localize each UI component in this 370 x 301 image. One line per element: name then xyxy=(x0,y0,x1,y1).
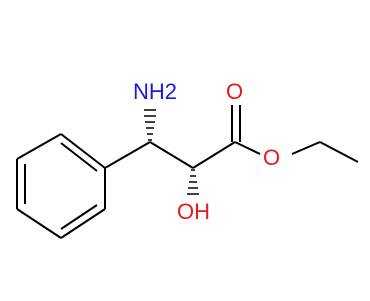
bond-c2-c1 xyxy=(192,141,236,169)
hydroxyl-label: OH xyxy=(177,199,210,224)
ring-double-bond xyxy=(60,204,98,230)
ring-bond xyxy=(16,208,62,239)
ring-double-bond xyxy=(60,142,98,172)
bond-phenyl-c3 xyxy=(104,141,151,169)
bond-ethyl xyxy=(319,141,359,163)
ring-bond xyxy=(60,208,106,239)
stereo-hash-nh2 xyxy=(144,109,156,141)
bond-c3-c2 xyxy=(149,141,194,169)
carbonyl-oxygen-label: O xyxy=(226,79,243,104)
amine-label: NH2 xyxy=(133,79,177,104)
bond-oxygen-ethyl xyxy=(291,141,321,155)
ester-oxygen-label: O xyxy=(263,145,280,170)
ring-bond xyxy=(60,133,106,169)
bond-c1-oxygen xyxy=(234,141,261,155)
ring-bond xyxy=(16,133,62,160)
stereo-hash-oh xyxy=(187,169,199,195)
